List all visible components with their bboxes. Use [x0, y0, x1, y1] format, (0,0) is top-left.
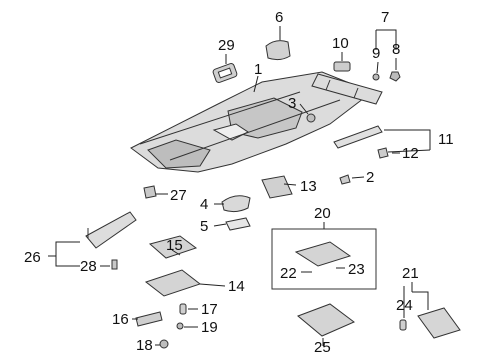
- callout-26: 26: [24, 249, 41, 266]
- clip-2: [339, 174, 351, 185]
- callout-5: 5: [200, 218, 208, 235]
- callout-1: 1: [254, 61, 262, 78]
- bracket-13: [261, 175, 293, 199]
- map-lamp-29: [212, 63, 238, 83]
- callout-22: 22: [280, 265, 297, 282]
- rail-11: [333, 125, 383, 149]
- clip-12: [377, 147, 389, 159]
- callout-8: 8: [392, 41, 400, 58]
- callout-9: 9: [372, 45, 380, 62]
- callout-28: 28: [80, 258, 97, 275]
- callout-12: 12: [402, 145, 419, 162]
- callouts: 1 2 3 4 5 6 7 8 9 10 11 12 13 14 15 16 1…: [24, 9, 454, 356]
- sun-visor-26: [85, 211, 137, 249]
- callout-15: 15: [166, 237, 183, 254]
- callout-16: 16: [112, 311, 129, 328]
- nut-8: [389, 71, 401, 82]
- washer-18: [159, 339, 169, 349]
- clip-10: [333, 61, 351, 72]
- bulb-24: [399, 319, 407, 331]
- lamp-21: [417, 307, 461, 339]
- bulb-17: [179, 303, 187, 315]
- headliner-part: [130, 71, 374, 173]
- callout-14: 14: [228, 278, 245, 295]
- callout-17: 17: [201, 301, 218, 318]
- console-25: [297, 303, 355, 337]
- console-15: [148, 235, 198, 259]
- callout-18: 18: [136, 337, 153, 354]
- callout-29: 29: [218, 37, 235, 54]
- callout-23: 23: [348, 261, 365, 278]
- callout-11: 11: [438, 131, 454, 148]
- callout-25: 25: [314, 339, 331, 356]
- console-14: [144, 269, 202, 297]
- callout-20: 20: [314, 205, 331, 222]
- callout-21: 21: [402, 265, 419, 282]
- callout-24: 24: [396, 297, 413, 314]
- console-20: [294, 241, 352, 267]
- retainer-7: [311, 73, 383, 105]
- leader-lines: [48, 26, 431, 346]
- lens-5: [225, 217, 251, 231]
- washer-19: [176, 322, 184, 330]
- callout-13: 13: [300, 178, 317, 195]
- clip-28: [111, 259, 118, 270]
- clip-9: [372, 73, 380, 81]
- lamp-4: [221, 195, 251, 213]
- callout-3: 3: [288, 95, 296, 112]
- clip-27: [143, 185, 157, 199]
- cover-6: [265, 40, 291, 61]
- callout-27: 27: [170, 187, 187, 204]
- clip-3: [306, 113, 316, 123]
- callout-6: 6: [275, 9, 283, 26]
- callout-19: 19: [201, 319, 218, 336]
- callout-4: 4: [200, 196, 208, 213]
- callout-7: 7: [381, 9, 389, 26]
- callout-10: 10: [332, 35, 349, 52]
- lens-16: [135, 311, 163, 327]
- callout-2: 2: [366, 169, 374, 186]
